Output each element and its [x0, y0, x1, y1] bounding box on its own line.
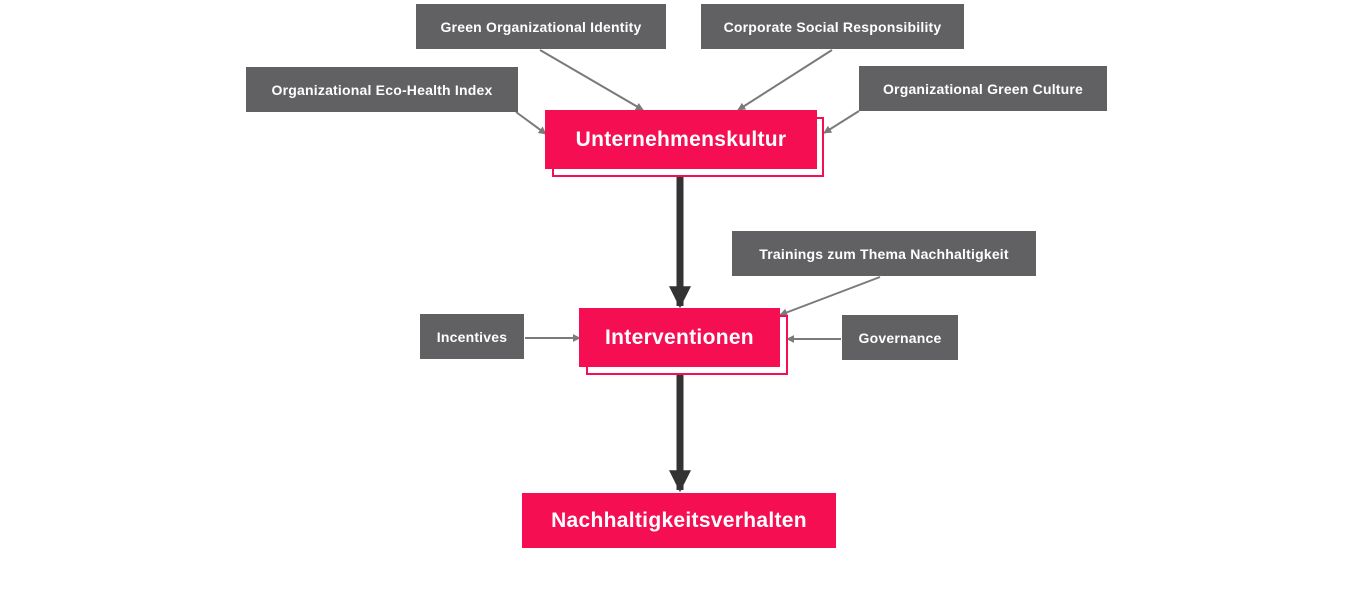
organizational-green-culture-box: Organizational Green Culture	[859, 66, 1107, 111]
incentives-label: Incentives	[436, 328, 508, 345]
interventions-box: Interventionen	[579, 308, 780, 367]
csr-box: Corporate Social Responsibility	[701, 4, 964, 49]
trainings-label: Trainings zum Thema Nachhaltigkeit	[759, 245, 1009, 262]
eco-health-index-box: Organizational Eco-Health Index	[246, 67, 518, 112]
arrow-trainings-to-interventions	[779, 276, 881, 317]
behavior-box: Nachhaltigkeitsverhalten	[522, 493, 836, 548]
arrow-green-culture-to-culture	[823, 110, 860, 134]
arrow-green-identity-to-culture	[539, 49, 644, 111]
green-organizational-identity-label: Green Organizational Identity	[440, 18, 642, 35]
csr-label: Corporate Social Responsibility	[723, 18, 942, 35]
governance-label: Governance	[858, 329, 942, 346]
culture-box: Unternehmenskultur	[545, 110, 817, 169]
trainings-box: Trainings zum Thema Nachhaltigkeit	[732, 231, 1036, 276]
governance-box: Governance	[842, 315, 958, 360]
behavior-label: Nachhaltigkeitsverhalten	[551, 508, 807, 532]
culture-label: Unternehmenskultur	[575, 127, 787, 151]
green-organizational-identity-box: Green Organizational Identity	[416, 4, 666, 49]
interventions-label: Interventionen	[605, 325, 754, 349]
arrow-csr-to-culture	[737, 49, 833, 111]
arrow-eco-health-to-culture	[515, 111, 547, 135]
eco-health-index-label: Organizational Eco-Health Index	[271, 81, 493, 98]
organizational-green-culture-label: Organizational Green Culture	[882, 80, 1084, 97]
incentives-box: Incentives	[420, 314, 524, 359]
